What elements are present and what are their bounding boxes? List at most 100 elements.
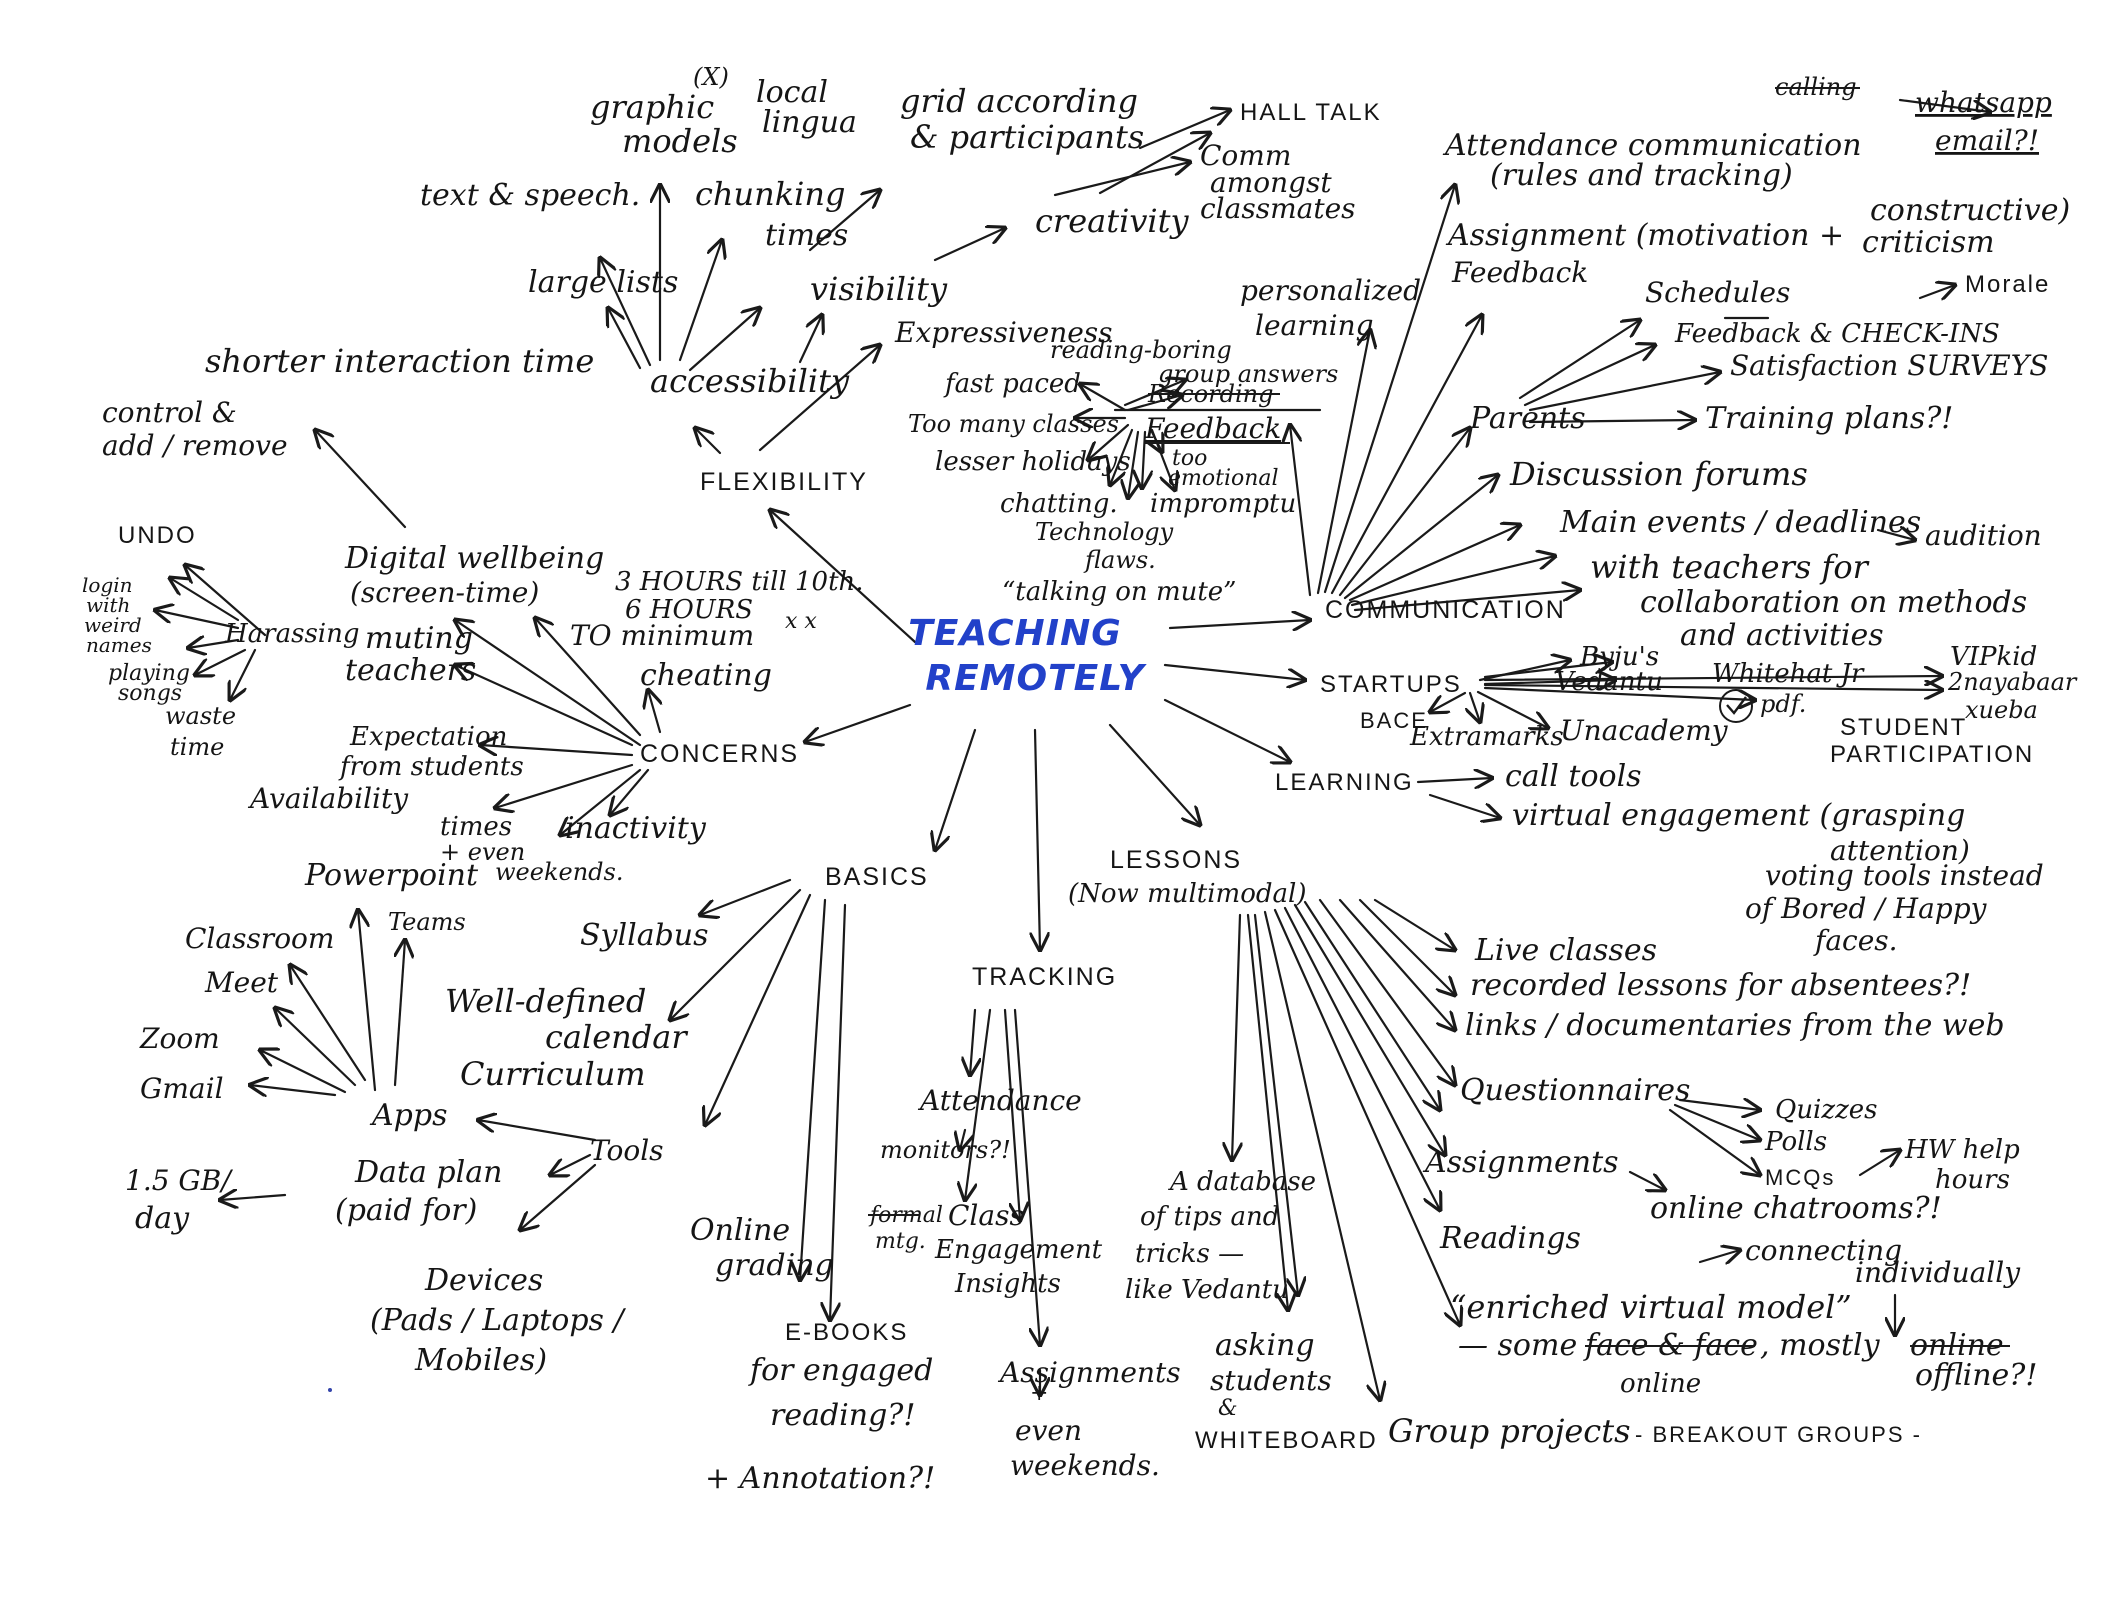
times-line1: times (440, 812, 512, 842)
breakout-label: - BREAKOUT GROUPS - (1635, 1422, 1922, 1447)
fb-group-answers: group answers (1158, 360, 1338, 388)
teachers-line2: collaboration on methods (1640, 585, 2027, 620)
feedback-checkins-label: Feedback & CHECK-INS (1674, 319, 2000, 349)
constructive-line2: criticism (1862, 225, 1995, 260)
calendar-line3: Curriculum (460, 1055, 646, 1093)
times-line3: weekends. (495, 858, 623, 886)
fb-talking-on-mute: “talking on mute” (1002, 577, 1236, 607)
lesson-assignments: Assignments (1422, 1145, 1619, 1180)
times-line2: + even (440, 838, 525, 866)
branch-labels: FLEXIBILITY COMMUNICATION STARTUPS LEARN… (640, 468, 1566, 991)
graphic-models-line2: models (622, 122, 738, 160)
comm-amongst-line3: classmates (1200, 192, 1356, 225)
syllabus-label: Syllabus (580, 918, 709, 953)
startup-xueba: xueba (1965, 696, 2038, 724)
email-label: email?! (1935, 124, 2039, 157)
tools-label: Tools (590, 1134, 664, 1167)
virtual-engagement-line2: attention) (1830, 834, 1970, 867)
ebooks-line1: E-BOOKS (785, 1319, 908, 1346)
harassing-label: Harassing (224, 619, 360, 649)
main-events-label: Main events / deadlines (1559, 505, 1921, 540)
assignments-track-line4: weekends. (1010, 1449, 1160, 1482)
startup-whitehat: Whitehat Jr (1712, 659, 1865, 689)
student-participation-line2: PARTICIPATION (1830, 741, 2034, 768)
audition-label: audition (1925, 519, 2042, 552)
control-line1: control & (102, 396, 237, 429)
startup-byjus: Byju's (1579, 642, 1659, 672)
voting-line2: of Bored / Happy (1745, 892, 1988, 925)
expectation-line1: Expectation (349, 722, 507, 752)
gb-day-line2: day (135, 1201, 190, 1236)
calendar-line2: calendar (545, 1018, 688, 1056)
graphic-models-line1: graphic (590, 88, 714, 126)
connector-arrows (155, 98, 1990, 1400)
startup-vedantu: Vedantu (1555, 667, 1663, 697)
startup-unacademy: Unacademy (1560, 714, 1729, 747)
expressiveness-label: Expressiveness (894, 316, 1113, 349)
lesson-quizzes: Quizzes (1775, 1095, 1878, 1125)
local-lingua-line2: lingua (762, 105, 857, 140)
x-mark: (X) (693, 63, 729, 91)
learning-cluster: call tools virtual engagement (grasping … (1505, 714, 2044, 957)
database-line3: tricks — (1135, 1239, 1244, 1269)
playing-line1: playing (108, 661, 190, 686)
lesson-enriched: “enriched virtual model” (1450, 1288, 1852, 1326)
lesson-chatrooms: online chatrooms?! (1650, 1191, 1942, 1226)
startup-2nayabaar: 2nayabaar (1947, 668, 2078, 696)
expectation-line2: from students (338, 752, 524, 782)
satisfaction-label: Satisfaction SURVEYS (1730, 349, 2048, 382)
grid-line2: & participants (910, 118, 1144, 156)
hours-line3: TO minimum (570, 619, 754, 652)
asking-line1: asking (1215, 1328, 1315, 1363)
formal-line2: mtg. (875, 1229, 926, 1254)
check-circle-icon (1719, 689, 1753, 723)
online-grading-line2: grading (715, 1248, 834, 1283)
chunking-times-line1: chunking (695, 175, 845, 213)
muting-line2: teachers (345, 653, 476, 688)
app-teams: Teams (388, 908, 466, 936)
assignment-comm-line1: Assignment (motivation + (1445, 218, 1844, 253)
class-engagement-line1: Class (948, 1199, 1024, 1232)
login-line4: names (86, 633, 152, 657)
shorter-interaction-label: shorter interaction time (205, 342, 594, 380)
attendance-comm-line2: (rules and tracking) (1490, 158, 1793, 193)
branch-lessons: LESSONS (1110, 846, 1242, 874)
personalized-line1: personalized (1240, 274, 1421, 307)
lesson-recorded: recorded lessons for absentees?! (1470, 968, 1971, 1003)
app-zoom: Zoom (139, 1022, 220, 1055)
basics-cluster: Apps Powerpoint Teams Classroom Meet Zoo… (125, 858, 935, 1496)
branch-learning: LEARNING (1275, 769, 1414, 796)
branch-communication: COMMUNICATION (1325, 596, 1566, 624)
lesson-connecting-line2: individually (1855, 1256, 2021, 1289)
lesson-readings: Readings (1439, 1221, 1581, 1256)
personalized-line2: learning (1255, 309, 1374, 342)
ebooks-line3: reading?! (770, 1398, 915, 1433)
online-grading-line1: Online (690, 1213, 790, 1248)
branch-basics: BASICS (825, 863, 929, 891)
database-line1: A database (1168, 1167, 1316, 1197)
check-icon (1726, 696, 1747, 715)
forums-label: Discussion forums (1509, 455, 1808, 493)
center-line-2: REMOTELY (925, 658, 1147, 699)
availability-label: Availability (247, 782, 409, 815)
comm-amongst-line1: Comm (1200, 139, 1291, 172)
whatsapp-label: whatsapp (1915, 86, 2052, 119)
cheating-label: cheating (640, 658, 772, 693)
data-plan-line1: Data plan (354, 1155, 502, 1190)
app-gmail: Gmail (140, 1072, 224, 1105)
local-lingua-line1: local (756, 75, 828, 110)
student-participation-line1: STUDENT (1840, 714, 1967, 741)
whiteboard-label: WHITEBOARD (1195, 1427, 1378, 1454)
waste-line1: waste (165, 702, 236, 730)
login-line1: login (82, 573, 133, 597)
voting-line3: faces. (1813, 924, 1898, 957)
flexibility-cluster: accessibility graphic models (X) local l… (205, 63, 1380, 607)
parents-label: Parents (1469, 401, 1586, 436)
assignment-comm-line2: Feedback (1451, 256, 1588, 289)
lesson-questionnaires: Questionnaires (1460, 1073, 1690, 1108)
branch-startups: STARTUPS (1320, 671, 1462, 698)
assignments-track-line2: + (1030, 1381, 1048, 1406)
accessibility-label: accessibility (650, 362, 850, 400)
database-line4: like Vedantu (1125, 1275, 1289, 1305)
